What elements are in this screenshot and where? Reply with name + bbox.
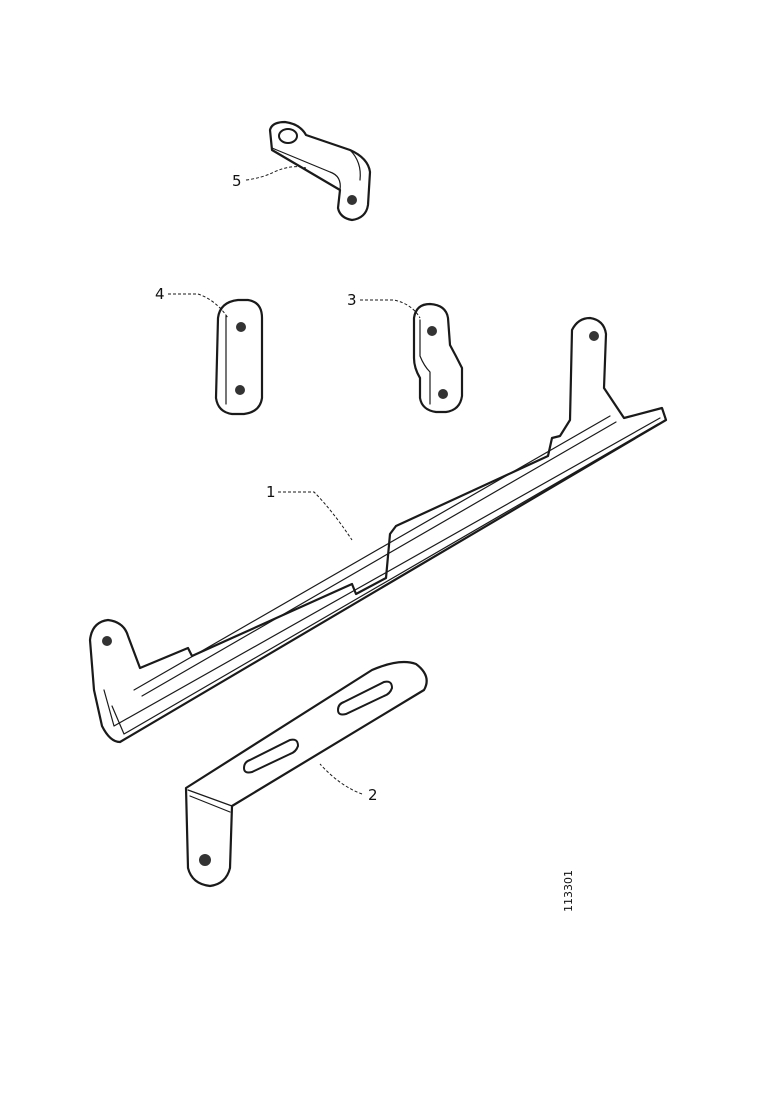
callout-2: 2 (368, 786, 378, 804)
leader-line-4 (168, 293, 229, 319)
callout-5: 5 (232, 172, 242, 190)
part-4-flat-plate (214, 298, 264, 416)
part-2-slotted-bracket (184, 660, 428, 888)
callout-3: 3 (347, 291, 357, 309)
part-1-long-rail (88, 316, 668, 744)
leader-line-1 (278, 491, 353, 541)
leader-line-3 (360, 299, 421, 319)
leader-line-2 (319, 763, 363, 795)
callout-1: 1 (266, 483, 276, 501)
part-5-angle-bracket (268, 120, 372, 222)
callout-4: 4 (155, 285, 165, 303)
figure-reference-number: 113301 (562, 870, 575, 912)
leader-line-5 (245, 166, 307, 181)
part-3-offset-plate (412, 302, 464, 414)
